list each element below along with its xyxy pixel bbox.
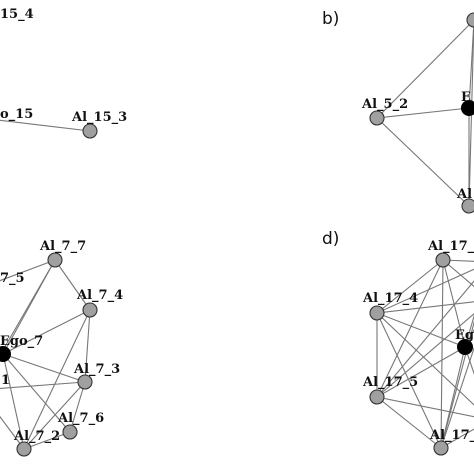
alter-node-c-al3: [77, 374, 93, 390]
edge-c-al7-al4: [54, 259, 91, 311]
node-label-d-ego: Eg: [455, 328, 474, 343]
edge-c-ego-al3: [2, 353, 86, 383]
alter-node-d-a6: [433, 440, 449, 456]
edge-c-al7-al1: [0, 259, 56, 357]
edge-c-al4-al2: [23, 309, 91, 450]
alter-node-c-al6: [62, 424, 78, 440]
node-label-b-bot: Al: [456, 187, 472, 202]
edge-d-a5-a6: [376, 396, 442, 449]
node-label-c-ego: Ego_7: [0, 334, 43, 349]
ego-node-d-ego: [457, 339, 473, 355]
node-label-c-al5: 7_5: [0, 271, 25, 286]
edge-d-ego-r3: [464, 346, 474, 375]
edge-c-ego-al2: [2, 353, 25, 450]
node-label-c-al7: Al_7_7: [39, 239, 86, 254]
edge-b-al2-ego: [376, 107, 470, 119]
labels-layer: 15_4 o_15 Al_15_3 Al_5_2 E Al b) Al_7_7 7_5Al_7_…: [0, 7, 474, 444]
node-label-c-al3: Al_7_3: [73, 362, 120, 377]
alter-node-b-top: [466, 12, 474, 28]
edge-c-al4-al3: [84, 309, 91, 383]
edge-d-a1-a6: [440, 259, 444, 449]
node-label-a-ego: o_15: [0, 107, 33, 122]
node-label-c-al4: Al_7_4: [76, 288, 123, 303]
node-label-a-al3: Al_15_3: [71, 110, 127, 125]
edge-d-a1-a4: [376, 259, 444, 314]
edge-d-ego-a5: [376, 346, 466, 398]
edge-c-ego-al6: [2, 353, 71, 433]
alter-node-d-a1: [435, 252, 451, 268]
edge-d-a5-r2: [376, 313, 474, 398]
edge-c-al3-al2: [23, 381, 86, 450]
node-label-a-top: 15_4: [0, 7, 34, 22]
edge-d-a1-r2: [442, 259, 474, 288]
edge-d-a4-a6: [376, 312, 442, 449]
edge-c-al3-al6: [69, 381, 86, 433]
edge-d-a6-r2: [440, 346, 474, 449]
alter-node-a-al3: [82, 123, 98, 139]
panel-label-b: b): [322, 9, 339, 29]
node-label-b-ego: E: [461, 90, 471, 105]
alter-node-c-al4: [82, 302, 98, 318]
edge-d-a4-ego: [376, 312, 466, 348]
alter-node-d-a4: [369, 305, 385, 321]
edge-b-top-al2: [376, 19, 474, 119]
edge-c-al6-al2: [23, 431, 71, 450]
alter-node-d-a5: [369, 389, 385, 405]
node-label-c-al6: Al_7_6: [57, 411, 104, 426]
node-label-d-a4: Al_17_4: [362, 291, 418, 306]
edge-d-a6-r1: [440, 320, 474, 449]
edge-d-a4-r2: [376, 301, 474, 314]
edge-c-al1-al3: [0, 381, 86, 390]
edges-layer: [0, 19, 474, 450]
ego-node-c-ego: [0, 346, 11, 362]
edge-a-ego-al3: [0, 119, 91, 132]
edge-d-a1-a5: [376, 259, 444, 398]
edge-c-al7-al5: [0, 259, 56, 282]
node-label-d-a5: Al_17_5: [362, 375, 418, 390]
edge-b-al2-bot: [376, 117, 470, 207]
nodes-layer: [0, 12, 474, 457]
edge-d-ego-r1: [464, 314, 474, 348]
edge-d-a6-r3: [440, 428, 474, 449]
edge-c-al1-al2: [0, 415, 25, 450]
alter-node-b-bot: [461, 198, 474, 214]
ego-node-b-ego: [461, 100, 474, 116]
alter-node-b-al2: [369, 110, 385, 126]
edge-d-a1-ego: [442, 259, 466, 348]
alter-node-c-al7: [47, 252, 63, 268]
node-label-d-a1: Al_17_: [427, 239, 474, 254]
alter-node-c-al2: [16, 441, 32, 457]
edge-d-a4-r3: [376, 312, 474, 406]
panel-label-d: d): [322, 229, 339, 249]
node-label-c-al2: Al_7_2: [13, 429, 60, 444]
edge-d-a1-r1: [442, 259, 474, 262]
edge-d-a5-r3: [376, 396, 474, 418]
node-label-c-al1: 1: [1, 373, 10, 388]
edge-d-a4-r1: [376, 268, 474, 314]
node-label-d-a6: Al_17_: [429, 428, 474, 443]
edge-c-al4-ego: [2, 309, 91, 355]
node-label-b-al2: Al_5_2: [361, 97, 408, 112]
edge-d-a5-r1: [376, 280, 474, 398]
